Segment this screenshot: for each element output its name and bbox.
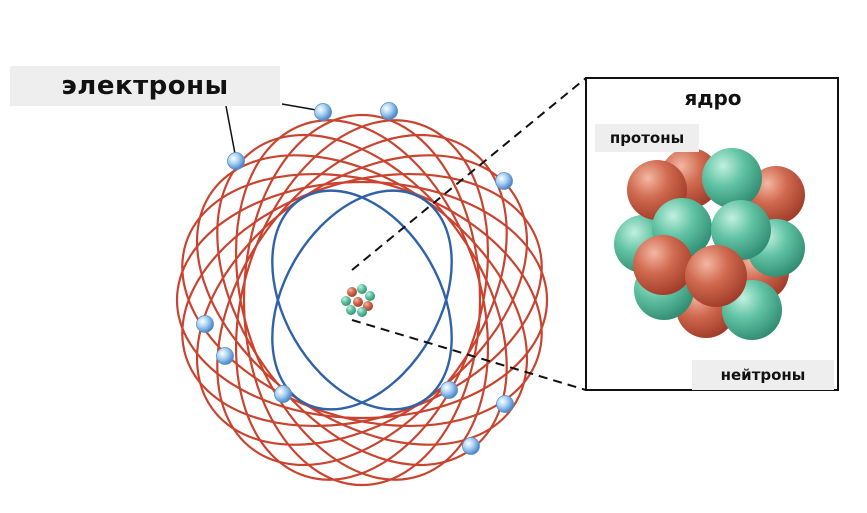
outer-orbits (175, 113, 549, 487)
electrons (196, 102, 514, 455)
inner-orbits (271, 189, 453, 411)
nucleus-label: ядро (684, 86, 742, 110)
nucleus-small (341, 284, 375, 317)
zoom-lines (351, 77, 587, 391)
electron (440, 381, 458, 399)
electrons-label: электроны (10, 66, 280, 106)
electron (274, 385, 292, 403)
protons-label: протоны (595, 124, 699, 152)
electron (495, 172, 513, 190)
neutrons-label: нейтроны (692, 360, 834, 390)
electron (462, 437, 480, 455)
electron (196, 315, 214, 333)
electron (216, 347, 234, 365)
electron (496, 395, 514, 413)
electron (380, 102, 398, 120)
electron (227, 152, 245, 170)
nucleus-large (614, 148, 805, 340)
electron (314, 103, 332, 121)
